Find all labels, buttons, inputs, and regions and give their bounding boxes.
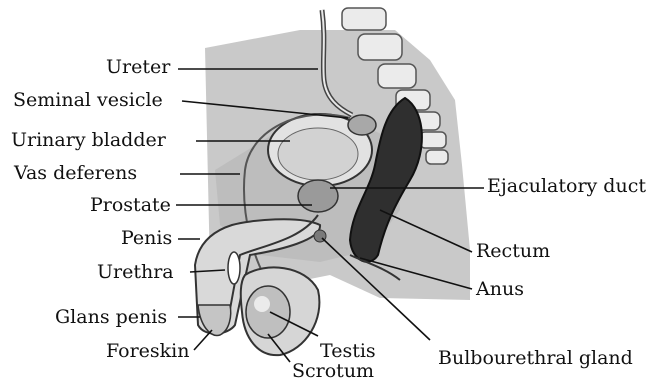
seminal-vesicle-shape (348, 115, 376, 135)
label-bulbourethral-gland: Bulbourethral gland (438, 349, 633, 368)
label-anus: Anus (476, 280, 524, 299)
vertebra (378, 64, 416, 88)
vertebra (342, 8, 386, 30)
label-urethra: Urethra (97, 263, 174, 282)
vertebra (420, 132, 446, 148)
label-testis: Testis (320, 342, 376, 361)
testis-shape (246, 286, 290, 338)
label-scrotum: Scrotum (292, 362, 374, 381)
label-rectum: Rectum (476, 242, 550, 261)
vertebra (358, 34, 402, 60)
urethra-opening (228, 252, 240, 284)
label-ureter: Ureter (106, 58, 170, 77)
label-penis: Penis (121, 229, 172, 248)
leader-foreskin (194, 330, 212, 350)
vertebra (426, 150, 448, 164)
label-vas-deferens: Vas deferens (14, 164, 137, 183)
label-prostate: Prostate (90, 196, 171, 215)
bladder-lumen (278, 128, 358, 180)
label-glans-penis: Glans penis (55, 308, 167, 327)
label-seminal-vesicle: Seminal vesicle (13, 91, 163, 110)
prostate-shape (298, 180, 338, 212)
label-foreskin: Foreskin (106, 342, 190, 361)
label-ejaculatory-duct: Ejaculatory duct (487, 177, 646, 196)
label-urinary-bladder: Urinary bladder (11, 131, 166, 150)
